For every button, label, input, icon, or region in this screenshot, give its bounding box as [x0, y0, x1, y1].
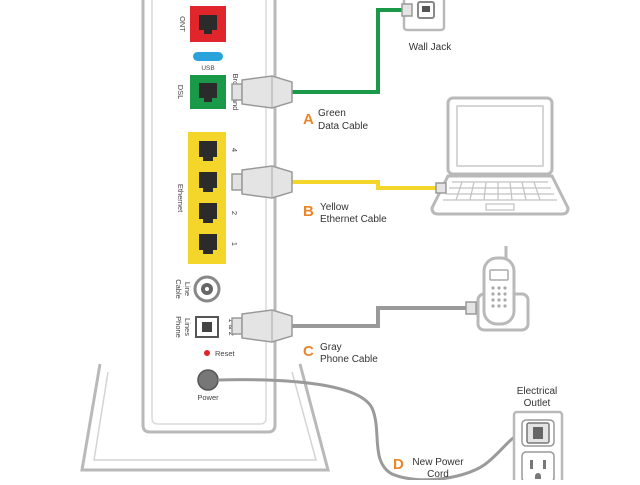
cable-d-line2: Cord	[427, 469, 449, 480]
cordless-phone-icon	[465, 246, 530, 332]
gray-phone-cable	[290, 306, 468, 328]
cable-a-line1: Green	[318, 108, 346, 119]
wall-jack-label: Wall Jack	[409, 42, 452, 53]
ethernet-port-3	[199, 172, 217, 192]
cable-label-a: A Green Data Cable	[303, 108, 368, 132]
cable-line-port	[193, 275, 221, 303]
power-label: Power	[197, 393, 219, 402]
power-cord	[217, 378, 527, 482]
cable-label-c: C Gray Phone Cable	[303, 342, 378, 365]
port-number-1: 1	[230, 242, 239, 246]
dsl-label: DSL	[176, 85, 185, 100]
cable-d-line1: New Power	[412, 457, 464, 468]
cable-line-label-1: Cable	[174, 279, 183, 299]
cable-label-d: D New Power Cord	[393, 456, 464, 480]
port-number-2: 2	[230, 211, 239, 215]
usb-label: USB	[201, 65, 214, 72]
phone-lines-label-2: Lines	[183, 318, 192, 336]
ethernet-port-2	[199, 203, 217, 223]
reset-dot	[204, 350, 210, 356]
gray-cable-plug	[231, 309, 293, 343]
yellow-cable-plug	[231, 165, 293, 199]
usb-port	[193, 52, 223, 61]
yellow-ethernet-cable	[290, 180, 440, 190]
laptop-icon	[430, 96, 570, 216]
cable-label-b: B Yellow Ethernet Cable	[303, 202, 387, 225]
power-port	[197, 369, 219, 391]
cable-letter-c: C	[303, 343, 314, 360]
cable-letter-d: D	[393, 456, 404, 473]
cable-b-line2: Ethernet Cable	[320, 214, 387, 225]
ethernet-port-4	[199, 141, 217, 161]
port-number-4: 4	[230, 148, 239, 152]
green-data-cable	[290, 8, 408, 94]
cable-a-line2: Data Cable	[318, 121, 368, 132]
cable-line-label-2: Line	[183, 282, 192, 296]
cable-letter-a: A	[303, 111, 314, 128]
phone-lines-label-1: Phone	[174, 316, 183, 338]
wall-jack-icon	[401, 0, 446, 32]
outlet-label-2: Outlet	[524, 398, 551, 409]
ethernet-label: Ethernet	[176, 184, 185, 213]
cable-b-line1: Yellow	[320, 202, 349, 213]
cable-letter-b: B	[303, 203, 314, 220]
reset-label: Reset	[215, 349, 236, 358]
cable-c-line2: Phone Cable	[320, 354, 378, 365]
electrical-outlet-icon	[512, 410, 564, 485]
outlet-label-1: Electrical	[517, 386, 558, 397]
cable-c-line1: Gray	[320, 342, 342, 353]
green-cable-plug	[231, 75, 293, 109]
ont-label: ONT	[178, 16, 187, 32]
ethernet-port-1	[199, 234, 217, 254]
